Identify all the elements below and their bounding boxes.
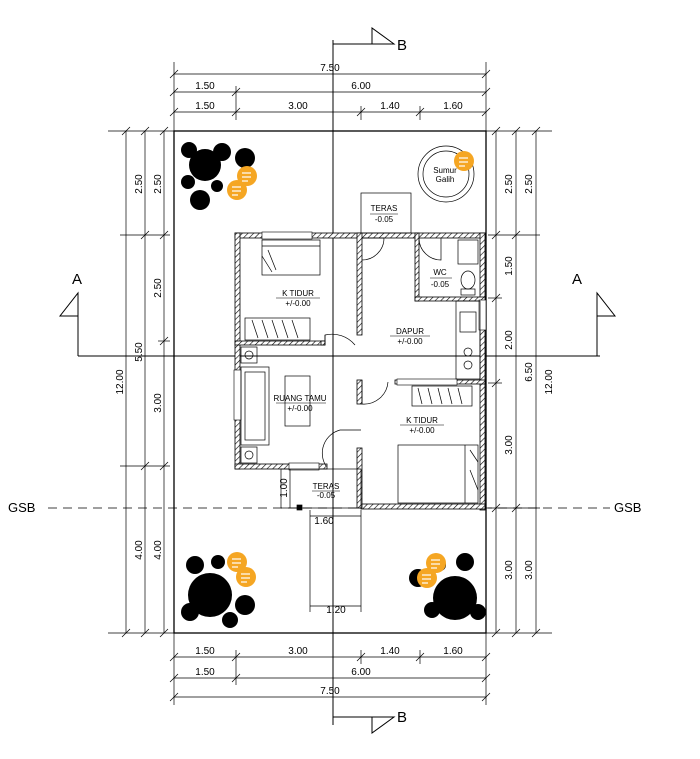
- room-level: -0.05: [317, 491, 336, 500]
- room-level: -0.05: [375, 215, 394, 224]
- room-name: TERAS: [371, 204, 398, 213]
- front-porch: [280, 468, 362, 511]
- gsb-label-right: GSB: [614, 500, 641, 515]
- room-level: +/-0.00: [287, 404, 313, 413]
- dim-top-d-2: 3.00: [288, 101, 308, 112]
- label-ruang-tamu: RUANG TAMU +/-0.00: [273, 394, 326, 413]
- section-b-label-bottom: B: [397, 709, 407, 726]
- dim-right-ov-3: 3.00: [524, 560, 535, 580]
- wardrobe-2: [411, 385, 473, 407]
- dim-right-ov-2: 6.50: [524, 362, 535, 382]
- dim-right-total: 12.00: [544, 369, 555, 394]
- dim-right-d-2: 1.50: [504, 256, 515, 276]
- dim-left-ov-2: 5.50: [134, 342, 145, 362]
- room-name: DAPUR: [396, 327, 424, 336]
- dim-top-ov-1: 1.50: [195, 81, 215, 92]
- comment-marker-icon[interactable]: [454, 151, 474, 171]
- site-boundary: [173, 130, 487, 634]
- dim-top-d-4: 1.60: [443, 101, 463, 112]
- section-line-a: [58, 291, 617, 357]
- room-name: RUANG TAMU: [273, 394, 326, 403]
- room-name: TERAS: [313, 482, 340, 491]
- dim-left-total: 12.00: [115, 369, 126, 394]
- dim-right-d-1: 2.50: [504, 174, 515, 194]
- section-line-b: [332, 27, 396, 734]
- label-teras-back: TERAS -0.05: [370, 204, 398, 224]
- dimension-lines-bottom: [169, 633, 491, 705]
- house-walls: [234, 232, 486, 511]
- coffee-table: [284, 375, 311, 427]
- dim-top-total: 7.50: [320, 63, 340, 74]
- comment-marker-lines: [232, 157, 468, 584]
- dim-bottom-ov-1: 1.50: [195, 667, 215, 678]
- dim-bottom-d-2: 3.00: [288, 646, 308, 657]
- wc-fixtures: [457, 239, 479, 296]
- kitchen-counter: [455, 300, 481, 380]
- dim-top-d-1: 1.50: [195, 101, 215, 112]
- section-a-label-left: A: [72, 271, 82, 288]
- dim-left-ov-1: 2.50: [134, 174, 145, 194]
- section-b-label-top: B: [397, 37, 407, 54]
- dim-bottom-d-4: 1.60: [443, 646, 463, 657]
- room-name: K TIDUR: [282, 289, 314, 298]
- dim-left-ov-3: 4.00: [134, 540, 145, 560]
- dim-porch-depth: 1.00: [279, 478, 290, 498]
- room-level: +/-0.00: [409, 426, 435, 435]
- dim-bottom-ov-2: 6.00: [351, 667, 371, 678]
- room-name: WC: [433, 268, 447, 277]
- dim-top-ov-2: 6.00: [351, 81, 371, 92]
- well-label-2: Galih: [436, 175, 455, 184]
- dim-left-d-3: 3.00: [153, 393, 164, 413]
- back-terrace: [360, 192, 412, 234]
- dim-top-d-3: 1.40: [380, 101, 400, 112]
- dim-left-d-1: 2.50: [153, 174, 164, 194]
- porch-dimension-lines: [289, 469, 362, 612]
- label-wc: WC -0.05: [430, 268, 452, 289]
- room-level: +/-0.00: [285, 299, 311, 308]
- label-kamar-tidur-2: K TIDUR +/-0.00: [400, 416, 444, 435]
- bed-1: [261, 239, 321, 276]
- dimension-lines-right: [486, 126, 552, 638]
- dim-porch-width: 1.60: [314, 516, 334, 527]
- dim-gate: 1.20: [326, 605, 346, 616]
- dim-bottom-d-3: 1.40: [380, 646, 400, 657]
- dim-left-d-4: 4.00: [153, 540, 164, 560]
- dim-right-d-3: 2.00: [504, 330, 515, 350]
- windows: [233, 231, 487, 471]
- dimension-lines-top: [169, 62, 491, 131]
- wardrobe-1: [244, 317, 311, 341]
- dimension-lines-left: [108, 126, 174, 638]
- room-level: -0.05: [431, 280, 450, 289]
- tree-icon: [181, 555, 255, 628]
- dim-right-d-5: 3.00: [504, 560, 515, 580]
- room-level: +/-0.00: [397, 337, 423, 346]
- label-dapur: DAPUR +/-0.00: [390, 327, 430, 346]
- dim-right-ov-1: 2.50: [524, 174, 535, 194]
- dim-right-d-4: 3.00: [504, 435, 515, 455]
- well-label-1: Sumur: [433, 166, 457, 175]
- label-kamar-tidur-1: K TIDUR +/-0.00: [276, 289, 320, 308]
- doors: [321, 237, 442, 467]
- well-icon: [417, 145, 475, 203]
- room-name: K TIDUR: [406, 416, 438, 425]
- dim-bottom-d-1: 1.50: [195, 646, 215, 657]
- comment-marker-icon[interactable]: [227, 166, 257, 200]
- dim-bottom-total: 7.50: [320, 686, 340, 697]
- section-a-label-right: A: [572, 271, 582, 288]
- dim-left-d-2: 2.50: [153, 278, 164, 298]
- label-teras-front: TERAS -0.05: [312, 482, 340, 500]
- tree-icon: [409, 553, 486, 620]
- sofa: [240, 346, 270, 464]
- gsb-label-left: GSB: [8, 500, 35, 515]
- bed-2: [397, 444, 479, 504]
